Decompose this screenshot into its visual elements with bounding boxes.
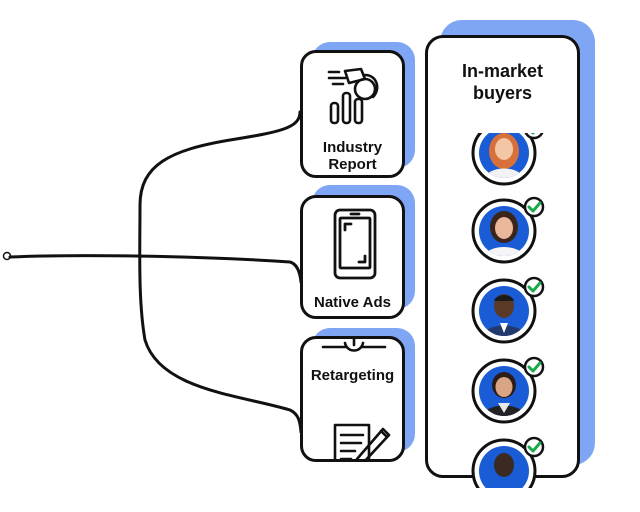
connector-native-ads bbox=[8, 254, 303, 284]
industry-report-label-line2: Report bbox=[328, 156, 377, 173]
native-ads-label: Native Ads bbox=[314, 294, 391, 311]
chart-report-icon bbox=[327, 67, 379, 125]
buyer-avatar-5[interactable] bbox=[470, 435, 545, 488]
retargeting-top-icon bbox=[321, 339, 387, 352]
buyer-avatar-3[interactable] bbox=[470, 275, 545, 347]
buyers-title-line1: In-market bbox=[461, 61, 544, 81]
smartphone-icon bbox=[333, 208, 377, 280]
connector-branch bbox=[138, 110, 303, 434]
retargeting-label: Retargeting bbox=[310, 367, 395, 384]
buyer-list[interactable] bbox=[428, 133, 577, 488]
buyer-avatar-2[interactable] bbox=[470, 195, 545, 267]
industry-report-card[interactable]: Industry Report bbox=[300, 50, 405, 178]
buyers-title-line2: buyers bbox=[472, 83, 533, 103]
retargeting-card[interactable]: Retargeting bbox=[300, 336, 405, 462]
woman-red-hair-avatar bbox=[484, 133, 524, 178]
check-badge-icon bbox=[524, 133, 544, 140]
buyer-avatar-4[interactable] bbox=[470, 355, 545, 427]
native-ads-card[interactable]: Native Ads bbox=[300, 195, 405, 319]
woman-dark-hair-avatar bbox=[482, 211, 526, 256]
document-pen-icon bbox=[333, 423, 391, 459]
person-partial-avatar bbox=[494, 453, 514, 477]
buyers-panel: In-market buyers bbox=[425, 35, 580, 488]
industry-report-label-line1: Industry bbox=[322, 139, 383, 156]
buyer-avatar-1[interactable] bbox=[470, 133, 544, 189]
buyers-panel-title: In-market buyers bbox=[428, 60, 577, 104]
